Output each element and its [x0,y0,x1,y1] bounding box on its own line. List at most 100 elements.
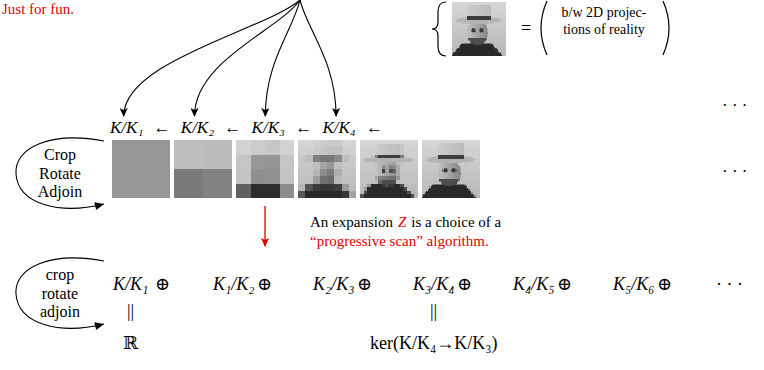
image-pixel [404,155,408,159]
image-pixel [320,162,328,170]
image-pixel [411,147,415,151]
image-pixel [313,176,321,184]
image-pixel [371,151,375,155]
image-pixel [342,155,350,163]
image-pixel [389,144,393,148]
image-pixel [375,151,379,155]
image-pixel [411,140,415,144]
image-pixel [367,180,371,184]
image-pixel [305,176,313,184]
image-pixel [404,194,408,198]
image-pixel [375,165,379,169]
image-pixel [407,151,411,155]
image-pixel [411,165,415,169]
image-pixel [367,144,371,148]
image-pixel [265,169,280,184]
image-pixel [382,191,386,195]
image-pixel [375,162,379,166]
image-pixel [393,191,397,195]
image-pixel [385,180,389,184]
image-pixel [305,184,313,192]
image-pixel [364,169,368,173]
image-pixel [378,155,382,159]
image-pixel [385,151,389,155]
image-pixel [371,144,375,148]
image-pixel [389,180,393,184]
image-pixel [382,173,386,177]
image-pixel [385,176,389,180]
image-pixel [382,140,386,144]
image-pixel [382,151,386,155]
image-pixel [313,155,321,163]
image-pixel [367,184,371,188]
image-pixel [389,147,393,151]
image-pixel [334,191,342,199]
image-pixel [371,187,375,191]
image-pixel [327,140,335,148]
image-pixel [385,169,389,173]
image-pixel [385,162,389,166]
image-pixel [400,162,404,166]
image-pixel [393,180,397,184]
image-pixel [342,169,350,177]
image-pixel [320,155,328,163]
image-pixel [396,158,400,162]
fan-arrows [124,0,336,116]
image-pixel [411,194,415,198]
image-pixel [364,151,368,155]
image-pixel [404,147,408,151]
image-pixel [389,158,393,162]
image-pixel [360,144,364,148]
image-pixel [360,184,364,188]
image-pixel [385,191,389,195]
image-pixel [414,173,418,177]
image-pixel [393,173,397,177]
image-pixel [334,169,342,177]
image-pixel [396,165,400,169]
image-pixel [367,169,371,173]
image-pixel [382,147,386,151]
image-pixel [414,144,418,148]
image-pixel [396,151,400,155]
fan-arrow [195,0,301,116]
image-pixel [349,162,357,170]
image-pixel [396,191,400,195]
image-pixel [364,162,368,166]
image-pixel [367,147,371,151]
image-pixel [407,147,411,151]
image-pixel [407,194,411,198]
image-pixel [378,162,382,166]
image-pixel [371,180,375,184]
image-pixel [400,158,404,162]
image-pixel [349,140,357,148]
image-pixel [203,140,232,169]
image-pixel [367,176,371,180]
image-pixel [378,191,382,195]
image-pixel [305,140,313,148]
image-pixel [298,162,306,170]
image-pixel [407,140,411,144]
image-pixel [371,165,375,169]
image-pixel [371,176,375,180]
image-pixel [393,169,397,173]
image-pixel [367,187,371,191]
image-pixel [320,191,328,199]
image-pixel [389,162,393,166]
image-pixel [360,187,364,191]
image-pixel [298,155,306,163]
image-pixel [375,184,379,188]
image-pixel [367,162,371,166]
image-pixel [393,147,397,151]
image-pixel [393,194,397,198]
image-pixel [382,165,386,169]
image-pixel [411,173,415,177]
image-pixel [371,147,375,151]
image-pixel [393,187,397,191]
image-pixel [265,140,280,155]
image-pixel [327,191,335,199]
image-pixel [400,151,404,155]
image-pixel [364,180,368,184]
image-pixel [378,144,382,148]
image-pixel [349,147,357,155]
image-pixel [378,194,382,198]
